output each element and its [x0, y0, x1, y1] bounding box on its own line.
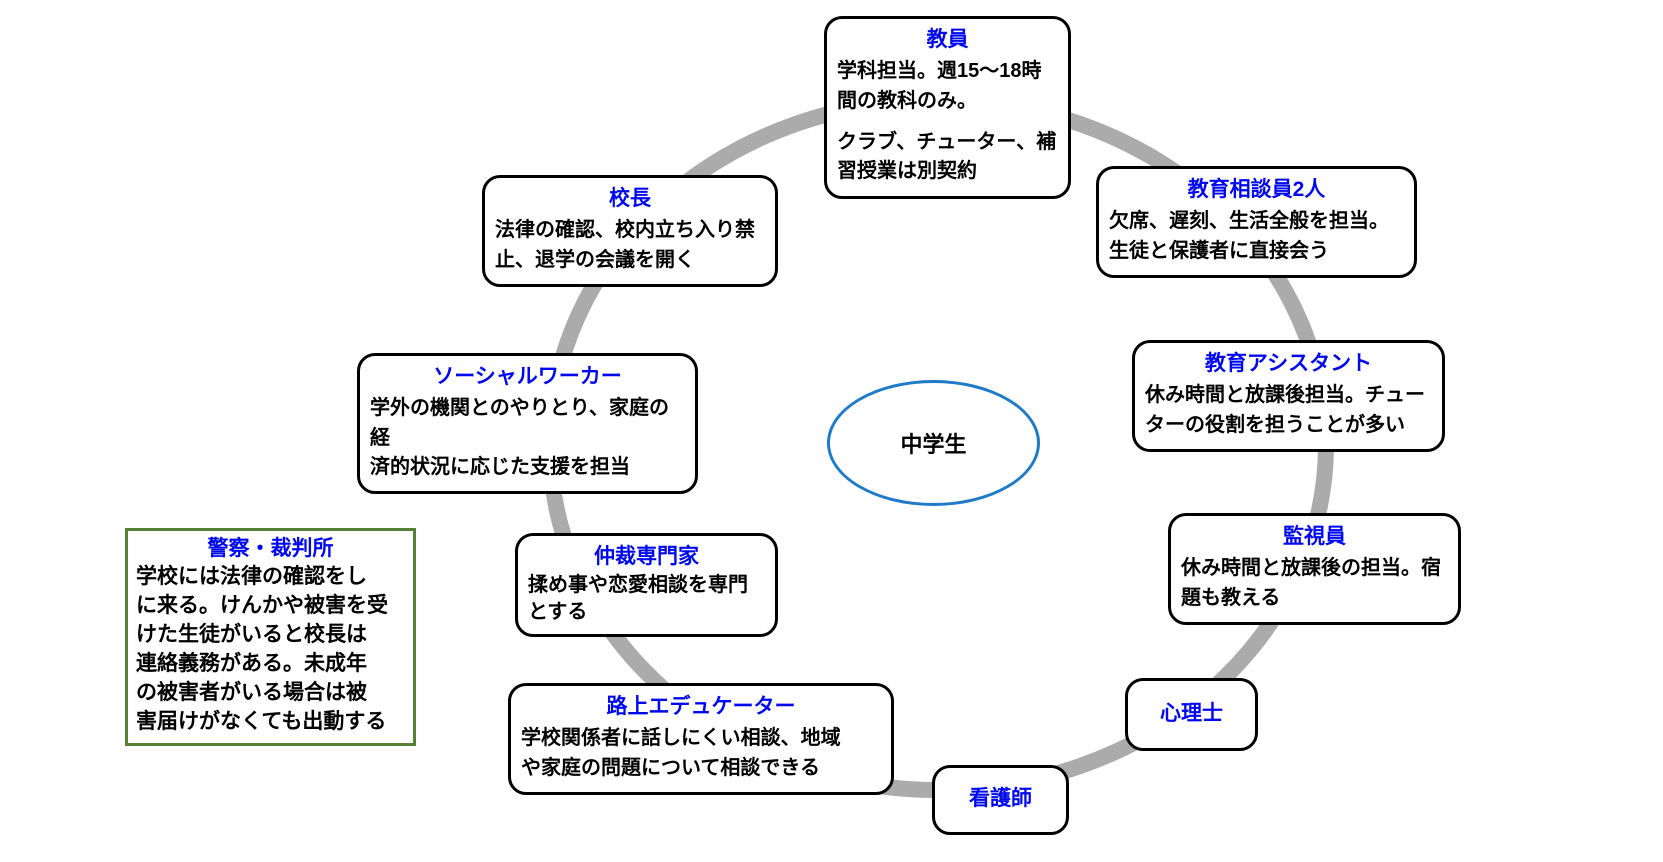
node-police-court: 警察・裁判所 学校には法律の確認をし に来る。けんかや被害を受 けた生徒がいると… [125, 528, 416, 747]
node-nurse: 看護師 [932, 765, 1069, 835]
node-teacher-title: 教員 [926, 28, 969, 51]
node-education-assistant-title: 教育アシスタント [1204, 352, 1373, 375]
node-mediation-expert: 仲裁専門家 揉め事や恋愛相談を専門 とする [515, 533, 778, 638]
node-teacher-body-1: 学科担当。週15〜18時 間の教科のみ。 [837, 60, 1042, 112]
node-counselors-body: 欠席、遅刻、生活全般を担当。 生徒と保護者に直接会う [1109, 210, 1389, 262]
node-psychologist-title: 心理士 [1160, 701, 1223, 725]
node-counselors-title: 教育相談員2人 [1187, 178, 1326, 201]
node-mediation-expert-title: 仲裁専門家 [594, 545, 699, 568]
node-principal-title: 校長 [609, 187, 651, 210]
node-police-court-title: 警察・裁判所 [207, 537, 334, 560]
node-street-educator-title: 路上エデュケーター [606, 695, 796, 718]
node-teacher-body-2: クラブ、チューター、補 習授業は別契約 [837, 131, 1057, 183]
node-social-worker: ソーシャルワーカー 学外の機関とのやりとり、家庭の経 済的状況に応じた支援を担当 [357, 353, 698, 495]
node-mediation-expert-body: 揉め事や恋愛相談を専門 とする [528, 574, 748, 623]
node-social-worker-body: 学外の機関とのやりとり、家庭の経 済的状況に応じた支援を担当 [370, 397, 669, 479]
node-monitor-body: 休み時間と放課後の担当。宿 題も教える [1181, 557, 1441, 609]
node-monitor: 監視員 休み時間と放課後の担当。宿 題も教える [1168, 513, 1461, 626]
center-student-ellipse: 中学生 [827, 380, 1040, 506]
node-monitor-title: 監視員 [1283, 525, 1346, 548]
node-social-worker-title: ソーシャルワーカー [433, 365, 622, 388]
node-psychologist: 心理士 [1125, 678, 1258, 751]
node-police-court-body: 学校には法律の確認をし に来る。けんかや被害を受 けた生徒がいると校長は 連絡義… [136, 565, 388, 734]
node-teacher: 教員 学科担当。週15〜18時 間の教科のみ。 クラブ、チューター、補 習授業は… [824, 16, 1071, 199]
node-street-educator: 路上エデュケーター 学校関係者に話しにくい相談、地域 や家庭の問題について相談で… [508, 683, 894, 796]
center-student-label: 中学生 [900, 432, 967, 457]
node-principal: 校長 法律の確認、校内立ち入り禁 止、退学の会議を開く [482, 175, 778, 288]
node-street-educator-body: 学校関係者に話しにくい相談、地域 や家庭の問題について相談できる [521, 727, 841, 779]
node-nurse-title: 看護師 [969, 787, 1032, 811]
node-education-assistant: 教育アシスタント 休み時間と放課後担当。チュー ターの役割を担うことが多い [1132, 340, 1445, 453]
node-counselors: 教育相談員2人 欠席、遅刻、生活全般を担当。 生徒と保護者に直接会う [1096, 166, 1417, 279]
node-principal-body: 法律の確認、校内立ち入り禁 止、退学の会議を開く [495, 219, 755, 271]
node-education-assistant-body: 休み時間と放課後担当。チュー ターの役割を担うことが多い [1145, 384, 1425, 436]
